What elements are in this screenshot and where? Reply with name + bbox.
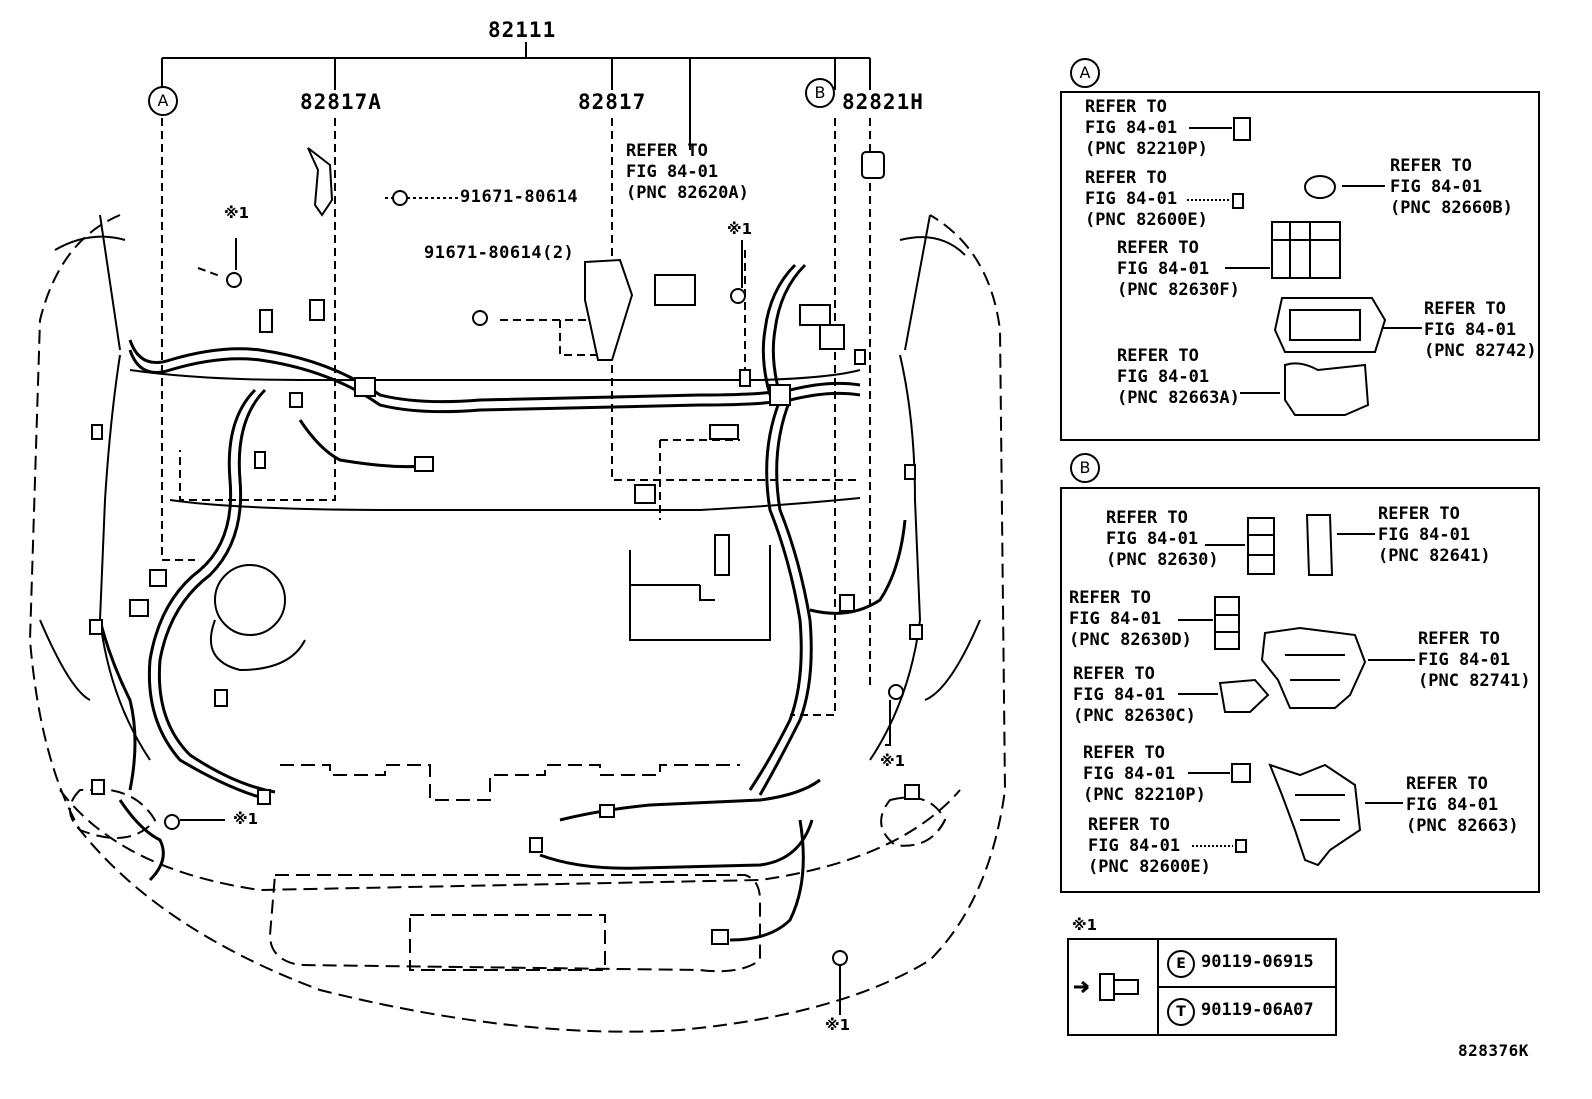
note-1-label: ※1 xyxy=(727,220,753,238)
marker-a-main: A xyxy=(148,86,178,116)
part-number-82817a: 82817A xyxy=(300,90,382,114)
bolt-illustration-cell xyxy=(1069,940,1159,1034)
marker-b-panel: B xyxy=(1070,453,1100,483)
bolt-part-number: 91671-80614 xyxy=(460,187,579,207)
hex-code-t: T xyxy=(1167,998,1195,1026)
bolt-part-number-qty: 91671-80614(2) xyxy=(424,243,575,263)
note-1-label: ※1 xyxy=(224,204,250,222)
fastener-part-number: 90119-06915 xyxy=(1201,952,1314,972)
fastener-table-title: ※1 xyxy=(1072,916,1098,934)
fastener-part-number: 90119-06A07 xyxy=(1201,1000,1314,1020)
note-1-label: ※1 xyxy=(233,810,259,828)
part-number-82821h: 82821H xyxy=(842,90,924,114)
hex-code-e: E xyxy=(1167,950,1195,978)
figure-id: 828376K xyxy=(1458,1041,1529,1060)
note-1-label: ※1 xyxy=(825,1016,851,1034)
marker-b-main: B xyxy=(805,78,835,108)
detail-panel-a xyxy=(1060,91,1540,441)
fastener-table: E 90119-06915 T 90119-06A07 xyxy=(1067,938,1337,1036)
part-number-82817: 82817 xyxy=(578,90,647,114)
fastener-row: E 90119-06915 xyxy=(1159,940,1335,988)
detail-panel-b xyxy=(1060,487,1540,893)
marker-a-panel: A xyxy=(1070,58,1100,88)
part-number-82111: 82111 xyxy=(488,18,557,42)
fastener-row: T 90119-06A07 xyxy=(1159,988,1335,1034)
note-1-label: ※1 xyxy=(880,752,906,770)
